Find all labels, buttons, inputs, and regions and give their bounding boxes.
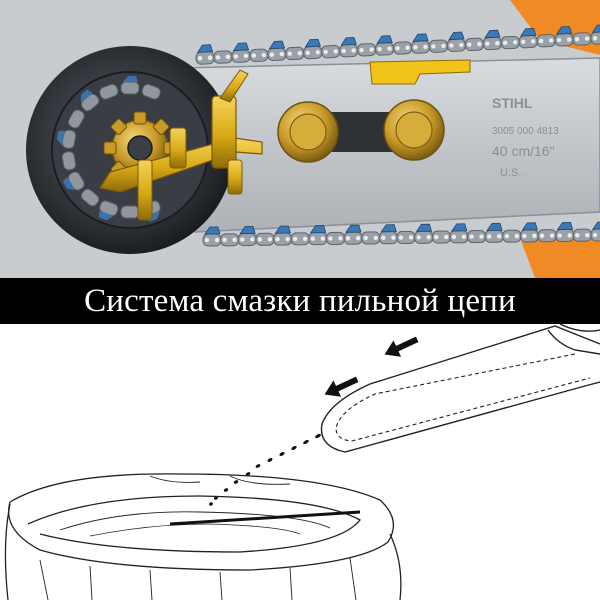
oil-droplet-icon [303, 439, 309, 445]
arrow-icon [384, 336, 419, 357]
chain-link [502, 229, 522, 243]
chain-link [572, 32, 592, 46]
oil-droplet-icon [291, 445, 297, 451]
bar-nut-left [277, 101, 339, 163]
orange-housing-bottom [520, 230, 600, 278]
chain-link [249, 48, 269, 62]
chain-link [325, 231, 345, 245]
chain-link [374, 35, 395, 56]
bar-size: 40 cm/16" [492, 143, 555, 159]
chain-link [80, 188, 100, 207]
chain-link [467, 230, 487, 244]
chain-link [285, 46, 305, 61]
sketch-tree-stump [4, 473, 402, 600]
oil-channel [369, 59, 471, 85]
chain-link [464, 37, 484, 52]
chain-link [308, 225, 328, 246]
chain-link [231, 42, 251, 63]
oil-droplet-icon [279, 452, 285, 456]
chain-link [392, 41, 413, 55]
oil-droplet-icon [315, 433, 321, 439]
chain-link [141, 83, 161, 100]
chain-link [303, 38, 323, 60]
oil-droplet-icon [255, 464, 261, 468]
sprocket-tooth [110, 118, 127, 135]
chain-link [536, 34, 556, 48]
oil-droplet-icon [245, 472, 251, 476]
chain-bottom-run [202, 221, 600, 247]
chain-link [267, 40, 287, 62]
chain-link [237, 226, 257, 247]
bar-part-number: 3005 000 4813 [492, 126, 559, 137]
chain-link [572, 228, 592, 242]
chain-link [99, 200, 119, 221]
chain-wrap-around-sprocket [56, 76, 161, 222]
chain-link [120, 205, 140, 219]
oil-spray-sketch-panel [0, 324, 600, 600]
chain-link [213, 50, 233, 64]
oil-droplet-icon [267, 458, 273, 462]
oil-droplet-icon [213, 496, 219, 500]
bar-nut-right [383, 99, 445, 161]
chain-link [361, 231, 381, 245]
oil-spray [209, 433, 321, 506]
oil-flow-arrows [324, 336, 419, 397]
chain-link [431, 230, 451, 244]
lubrication-illustration-panel: STIHL 3005 000 4813 40 cm/16" U.S. [0, 0, 600, 278]
chain-link [357, 43, 377, 57]
chain-link [378, 224, 398, 245]
chain-link [484, 222, 504, 243]
chain-link [61, 151, 77, 171]
chain-link [343, 224, 363, 245]
chain-link [396, 230, 416, 245]
chain-link [195, 44, 215, 65]
chain-link [290, 232, 310, 246]
sketch-guide-bar [320, 324, 600, 453]
chain-link [482, 29, 502, 51]
chain-link [537, 229, 557, 243]
chain-link [428, 39, 448, 53]
lubrication-illustration: STIHL 3005 000 4813 40 cm/16" U.S. [0, 0, 600, 278]
figure-caption: Система смазки пильной цепи [84, 282, 516, 319]
chain-link [56, 129, 77, 149]
chain-link [220, 233, 240, 247]
chain-link [519, 222, 539, 243]
sprocket-tooth [153, 118, 170, 135]
chain-link [80, 89, 100, 112]
chain-link [555, 221, 575, 243]
oil-tube-assembly [99, 69, 263, 221]
chain-link [410, 33, 431, 54]
sprocket-tooth [133, 111, 147, 125]
chain-link [321, 44, 341, 59]
chain-link [554, 26, 574, 47]
oil-droplet-icon [223, 488, 229, 492]
oil-droplet-icon [209, 502, 213, 506]
chain-link [518, 27, 538, 49]
chain-link [67, 109, 85, 129]
arrow-icon [324, 376, 359, 397]
chain-top-run [195, 24, 600, 65]
caption-band: Система смазки пильной цепи [0, 278, 600, 324]
oil-droplet-icon [233, 480, 239, 484]
chain-link [99, 83, 119, 100]
chain-link [500, 35, 520, 50]
chain-link [62, 171, 85, 191]
chain-link [446, 31, 466, 52]
sprocket-tooth [103, 141, 117, 155]
bar-brand-mark: STIHL [492, 95, 533, 111]
chain-link [414, 223, 434, 244]
chain-link [255, 232, 275, 246]
chain-link [120, 76, 140, 95]
oil-spray-sketch [0, 324, 600, 600]
chain-link [273, 225, 293, 246]
bar-origin: U.S. [500, 167, 521, 179]
